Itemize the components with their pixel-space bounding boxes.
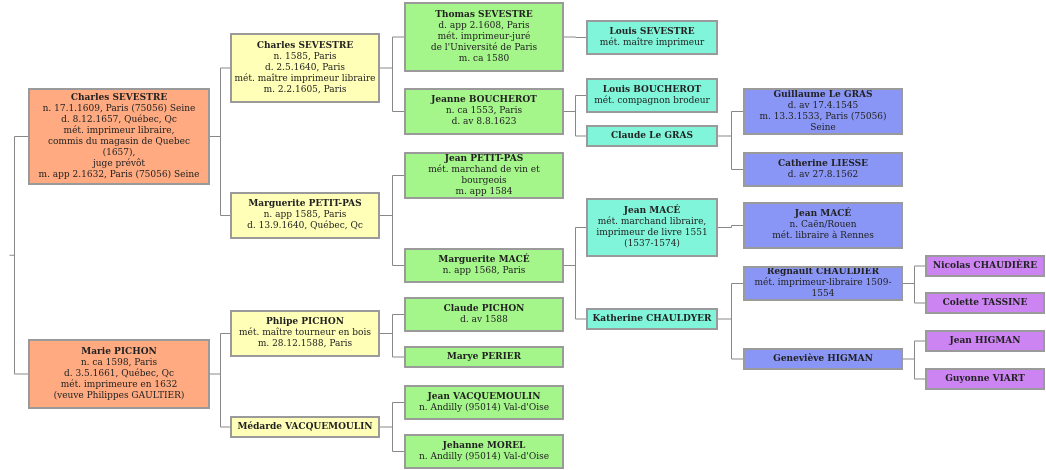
- person-detail: d. app 2.1608, Paris: [438, 20, 530, 31]
- person-name: Jean PETIT-PAS: [444, 153, 524, 164]
- person-name: Louis SEVESTRE: [609, 26, 695, 37]
- person-name: Louis BOUCHEROT: [602, 84, 702, 95]
- person-box-nicolas-chaudiere[interactable]: Nicolas CHAUDIÈRE: [925, 255, 1045, 277]
- person-detail: m. 13.3.1533, Paris (75056) Seine: [759, 111, 887, 133]
- person-box-claude-le-gras[interactable]: Claude Le GRAS: [586, 125, 718, 147]
- person-name: Jean HIGMAN: [949, 335, 1021, 346]
- person-detail: mét. marchand libraire,: [597, 216, 707, 227]
- person-detail: mét. imprimeur-libraire 1509-1554: [754, 278, 892, 299]
- person-name: Marye PERIER: [446, 351, 522, 362]
- person-name: Guyonne VIART: [945, 373, 1025, 384]
- person-detail: d. av 27.8.1562: [787, 169, 859, 180]
- person-name: Nicolas CHAUDIÈRE: [932, 260, 1038, 271]
- person-box-katherine-chauldyer[interactable]: Katherine CHAULDYER: [586, 308, 718, 330]
- person-name: Marie PICHON: [81, 346, 157, 357]
- person-name: Jean MACÉ: [623, 205, 681, 216]
- person-detail: m. 28.12.1588, Paris: [257, 339, 353, 349]
- person-box-genevieve-higman[interactable]: Geneviève HIGMAN: [743, 348, 903, 370]
- person-name: Claude Le GRAS: [611, 130, 693, 141]
- person-name: Phlipe PICHON: [265, 317, 344, 327]
- person-detail: mét. imprimeure en 1632: [60, 379, 178, 390]
- person-detail: d. av 1588: [460, 314, 508, 325]
- person-detail: mét. imprimeur libraire,: [63, 125, 175, 136]
- person-name: Katherine CHAULDYER: [592, 313, 712, 324]
- person-box-guyonne-viart[interactable]: Guyonne VIART: [925, 368, 1045, 390]
- person-box-jean-higman[interactable]: Jean HIGMAN: [925, 330, 1045, 352]
- person-name: Charles SEVESTRE: [70, 92, 168, 103]
- person-name: Marguerite MACÉ: [438, 254, 530, 265]
- person-name: Geneviève HIGMAN: [773, 353, 873, 364]
- person-detail: juge prévôt: [92, 158, 146, 169]
- person-detail: mét. libraire à Rennes: [772, 231, 874, 241]
- person-detail: mét. compagnon brodeur: [594, 95, 710, 106]
- person-detail: mét. maître imprimeur libraire: [234, 73, 376, 84]
- person-detail: n. 1585, Paris: [273, 51, 337, 62]
- person-detail: n. app 1568, Paris: [442, 265, 526, 276]
- person-name: Catherine LIESSE: [777, 158, 869, 169]
- person-detail: (veuve Philippes GAULTIER): [53, 390, 185, 401]
- person-name: Marguerite PETIT-PAS: [248, 199, 362, 209]
- person-name: Thomas SEVESTRE: [435, 9, 533, 20]
- person-detail: d. 2.5.1640, Paris: [264, 62, 346, 73]
- person-detail: (1537-1574): [624, 238, 680, 249]
- person-detail: m. ca 1580: [458, 53, 510, 64]
- person-name: Médarde VACQUEMOULIN: [237, 421, 373, 432]
- person-detail: d. 3.5.1661, Québec, Qc: [63, 368, 175, 379]
- person-detail: n. ca 1553, Paris: [445, 106, 523, 116]
- person-detail: d. av 8.8.1623: [451, 117, 517, 127]
- person-detail: m. app 2.1632, Paris (75056) Seine: [38, 169, 200, 180]
- person-name: Charles SEVESTRE: [256, 40, 354, 51]
- person-name: Colette TASSINE: [942, 297, 1028, 308]
- person-detail: n. Caën/Rouen: [789, 220, 857, 230]
- person-name: Regnault CHAULDIER: [766, 267, 880, 277]
- person-name: Guillaume Le GRAS: [773, 89, 873, 100]
- person-detail: d. 8.12.1657, Québec, Qc: [61, 114, 177, 125]
- person-detail: n. 17.1.1609, Paris (75056) Seine: [42, 103, 196, 114]
- person-detail: d. 13.9.1640, Québec, Qc: [247, 221, 363, 231]
- person-box-colette-tassine[interactable]: Colette TASSINE: [925, 292, 1045, 314]
- person-name: Claude PICHON: [443, 303, 525, 314]
- person-detail: mét. maître tourneur en bois: [239, 328, 371, 338]
- person-detail: de l'Université de Paris: [430, 42, 538, 53]
- person-detail: n. ca 1598, Paris: [80, 357, 158, 368]
- person-box-medarde-vacquemoulin[interactable]: Médarde VACQUEMOULIN: [230, 416, 380, 438]
- person-name: Jeanne BOUCHEROT: [431, 95, 537, 105]
- person-detail: d. av 17.4.1545: [787, 100, 859, 111]
- person-detail: mét. maître imprimeur: [599, 37, 705, 48]
- person-detail: n. app 1585, Paris: [263, 210, 347, 220]
- person-name: Jean MACÉ: [794, 209, 852, 219]
- person-detail: commis du magasin de Quebec (1657),: [47, 136, 191, 158]
- person-detail: n. Andilly (95014) Val-d'Oise: [418, 451, 550, 462]
- person-box-marye-perier[interactable]: Marye PERIER: [404, 346, 564, 368]
- person-detail: n. Andilly (95014) Val-d'Oise: [418, 402, 550, 413]
- person-detail: mét. marchand de vin et bourgeois: [428, 164, 540, 186]
- person-name: Jean VACQUEMOULIN: [427, 391, 541, 402]
- person-detail: imprimeur de livre 1551: [596, 227, 708, 238]
- person-detail: m. app 1584: [455, 186, 513, 197]
- person-detail: mét. imprimeur-juré: [437, 31, 531, 42]
- person-name: Jehanne MOREL: [442, 440, 526, 451]
- person-detail: m. 2.2.1605, Paris: [263, 84, 347, 95]
